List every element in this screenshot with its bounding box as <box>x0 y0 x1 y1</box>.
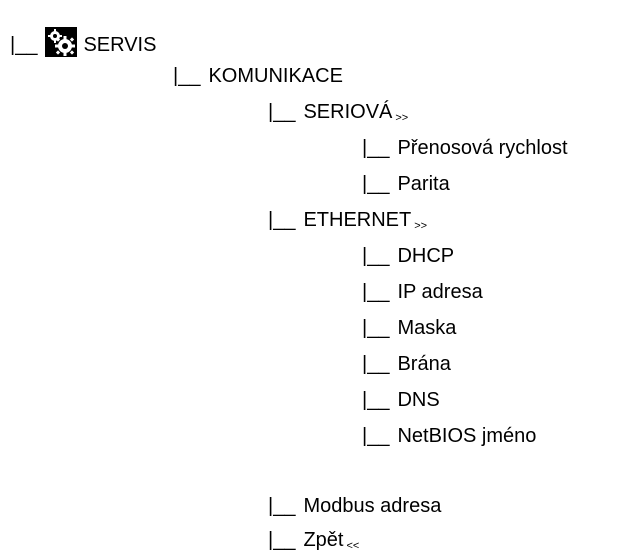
tree-item-parita[interactable]: |__ Parita <box>362 172 450 196</box>
tree-label-dhcp: DHCP <box>397 245 455 267</box>
tree-item-seriova[interactable]: |__ SERIOVÁ>> <box>268 100 408 127</box>
tree-item-netbios-jmeno[interactable]: |__ NetBIOS jméno <box>362 424 536 448</box>
tree-label-parita: Parita <box>397 173 450 195</box>
tree-item-ethernet[interactable]: |__ ETHERNET>> <box>268 208 427 235</box>
tree-item-zpet[interactable]: |__ Zpět<< <box>268 528 359 555</box>
tree-branch: |__ <box>362 281 390 303</box>
chevron-right-icon: >> <box>395 112 409 124</box>
tree-label-ethernet: ETHERNET <box>303 209 412 231</box>
tree-branch: |__ <box>362 317 390 339</box>
chevron-right-icon: >> <box>414 220 428 232</box>
tree-label-servis: SERVIS <box>83 34 157 56</box>
tree-item-komunikace[interactable]: |__ KOMUNIKACE <box>173 64 343 88</box>
tree-branch: |__ <box>268 209 296 231</box>
chevron-left-icon: << <box>346 540 360 552</box>
tree-item-dns[interactable]: |__ DNS <box>362 388 440 412</box>
tree-branch: |__ <box>362 173 390 195</box>
tree-branch: |__ <box>362 353 390 375</box>
tree-branch: |__ <box>268 495 296 517</box>
tree-item-prenosova-rychlost[interactable]: |__ Přenosová rychlost <box>362 136 568 160</box>
tree-label-komunikace: KOMUNIKACE <box>208 65 343 87</box>
tree-label-seriova: SERIOVÁ <box>303 101 393 123</box>
tree-branch: |__ <box>10 34 38 56</box>
tree-label-brana: Brána <box>397 353 451 375</box>
tree-item-maska[interactable]: |__ Maska <box>362 316 456 340</box>
tree-branch: |__ <box>362 245 390 267</box>
tree-branch: |__ <box>362 389 390 411</box>
tree-item-ip-adresa[interactable]: |__ IP adresa <box>362 280 483 304</box>
tree-label-dns: DNS <box>397 389 440 411</box>
tree-branch: |__ <box>362 137 390 159</box>
tree-label-maska: Maska <box>397 317 457 339</box>
tree-label-prenosova-rychlost: Přenosová rychlost <box>397 137 568 159</box>
tree-branch: |__ <box>173 65 201 87</box>
tree-item-modbus-adresa[interactable]: |__ Modbus adresa <box>268 494 441 518</box>
tree-item-servis[interactable]: |__ SERVIS <box>10 27 156 57</box>
tree-branch: |__ <box>268 101 296 123</box>
tree-label-ip-adresa: IP adresa <box>397 281 483 303</box>
tree-branch: |__ <box>362 425 390 447</box>
tree-label-zpet: Zpět <box>303 529 344 551</box>
tree-item-brana[interactable]: |__ Brána <box>362 352 451 376</box>
tree-label-netbios-jmeno: NetBIOS jméno <box>397 425 537 447</box>
tree-label-modbus-adresa: Modbus adresa <box>303 495 442 517</box>
tree-item-dhcp[interactable]: |__ DHCP <box>362 244 454 268</box>
gears-icon <box>45 27 78 57</box>
tree-branch: |__ <box>268 529 296 551</box>
